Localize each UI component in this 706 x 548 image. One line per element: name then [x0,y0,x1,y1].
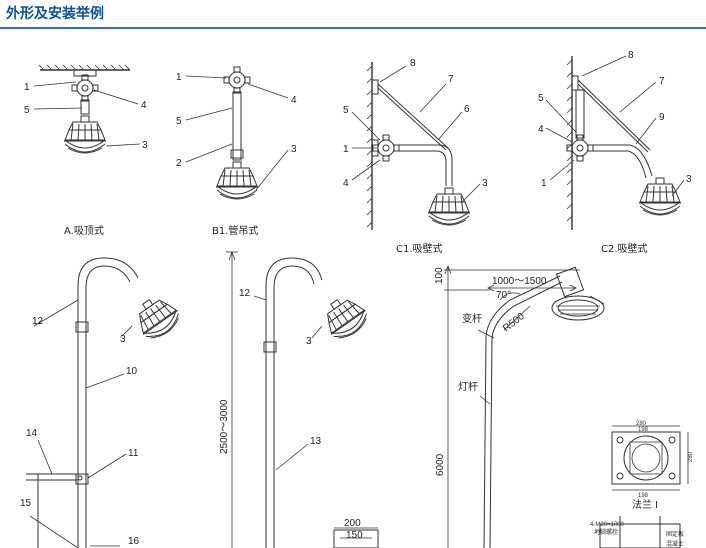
flange-dim-bottom: 198 [638,493,649,499]
callout-c2-1: 1 [541,178,547,189]
caption-b1: B1.管吊式 [212,224,258,237]
callout-c1-3: 3 [482,178,488,189]
callout-b1-2: 2 [176,158,182,169]
caption-c1: C1.吸壁式 [396,242,443,255]
callout-c1-5: 5 [343,105,349,116]
dim-top-100: 100 [434,267,445,284]
label-pole: 灯杆 [458,381,478,393]
flange-dim-inner: 198 [638,427,649,433]
callout-d1-14: 14 [26,428,38,439]
callout-d1-15: 15 [20,498,32,509]
flange-note-plate: 固定板 [666,530,684,538]
diagram-c2-wall-mount [545,55,685,230]
callout-d1-16: 16 [128,536,140,547]
callout-d2-3: 3 [306,336,312,347]
callout-c2-4: 4 [538,124,544,135]
callout-a-1: 1 [24,82,30,93]
dim-radius: R500 [501,311,527,335]
dim-angle: 70° [496,290,511,301]
callout-d1-12: 12 [32,316,44,327]
flange-dim-right: 280 [688,451,694,462]
callout-c1-4: 4 [343,178,349,189]
caption-c2: C2.吸壁式 [601,242,648,255]
dim-base-150: 150 [346,530,363,541]
diagram-a-ceiling-mount [33,64,141,154]
page-title: 外形及安装举例 [6,6,104,22]
callout-b1-1: 1 [176,72,182,83]
callout-b1-5: 5 [176,116,182,127]
header-divider [0,27,706,29]
callout-b1-4: 4 [291,95,297,106]
callout-c1-8: 8 [410,58,416,69]
callout-d1-10: 10 [126,366,138,377]
callout-a-3: 3 [142,140,148,151]
callout-c1-1: 1 [343,144,349,155]
dim-pole-height: 2500～3000 [219,399,230,454]
callout-b1-3: 3 [291,144,297,155]
callout-c2-5: 5 [538,93,544,104]
dim-arm-reach: 1000～1500 [492,276,547,287]
callout-d1-3: 3 [120,334,126,345]
diagram-d1-pole-mount [26,257,185,548]
flange-note-bolt: 地脚螺栓 [594,528,618,536]
callout-d1-11: 11 [128,448,139,459]
diagram-b1-pipe-pendant [185,66,289,200]
callout-c1-6: 6 [464,104,470,115]
callout-a-5: 5 [24,105,30,116]
diagram-c1-wall-mount [351,62,481,230]
diagram-flange-detail [599,425,689,548]
flange-note-concrete: 混凝土 [666,540,684,548]
diagram-d2-pole-mount [226,250,379,548]
dim-base-200: 200 [344,518,361,529]
callout-c2-8: 8 [628,50,634,61]
dim-pole-6000: 6000 [435,453,446,476]
flange-dim-top: 280 [636,421,647,427]
callout-c1-7: 7 [448,74,454,85]
callout-a-4: 4 [141,100,147,111]
label-reducer: 变杆 [462,312,482,325]
callout-c2-9: 9 [659,112,665,123]
caption-a: A.吸顶式 [64,224,104,237]
callout-c2-7: 7 [659,76,665,87]
diagram-e-street-pole [444,264,605,548]
callout-c2-3: 3 [686,174,692,185]
callout-d2-12: 12 [239,288,251,299]
caption-flange: 法兰 I [632,498,658,511]
callout-d2-13: 13 [310,436,322,447]
flange-hole-label: 4-M20×1000 [590,522,625,528]
